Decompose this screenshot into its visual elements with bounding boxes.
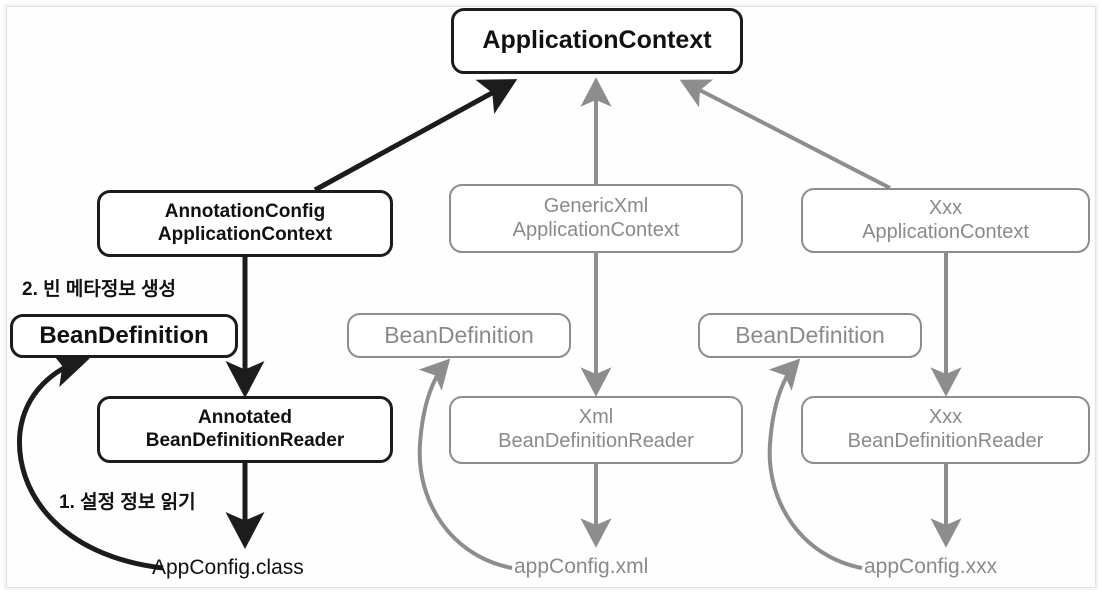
label-step-2: 2. 빈 메타정보 생성 <box>22 279 177 300</box>
node-beandefinition-right[interactable]: BeanDefinition <box>698 313 922 358</box>
node-annotationconfig-application-context[interactable]: AnnotationConfig ApplicationContext <box>97 190 393 257</box>
node-beandefinition-left[interactable]: BeanDefinition <box>10 314 238 358</box>
label-step-1: 1. 설정 정보 읽기 <box>59 492 196 513</box>
node-genericxml-application-context[interactable]: GenericXml ApplicationContext <box>449 184 743 253</box>
node-application-context[interactable]: ApplicationContext <box>451 8 743 74</box>
node-xxx-application-context[interactable]: Xxx ApplicationContext <box>801 188 1090 253</box>
node-xxx-beandefinition-reader[interactable]: Xxx BeanDefinitionReader <box>801 396 1090 464</box>
label-appconfig-xxx: appConfig.xxx <box>864 555 998 578</box>
node-beandefinition-middle[interactable]: BeanDefinition <box>347 313 571 358</box>
node-xml-beandefinition-reader[interactable]: Xml BeanDefinitionReader <box>449 396 743 464</box>
label-appconfig-xml: appConfig.xml <box>514 555 649 578</box>
node-annotated-beandefinition-reader[interactable]: Annotated BeanDefinitionReader <box>97 396 393 463</box>
label-appconfig-class: AppConfig.class <box>152 556 304 579</box>
diagram-frame <box>6 6 1096 588</box>
